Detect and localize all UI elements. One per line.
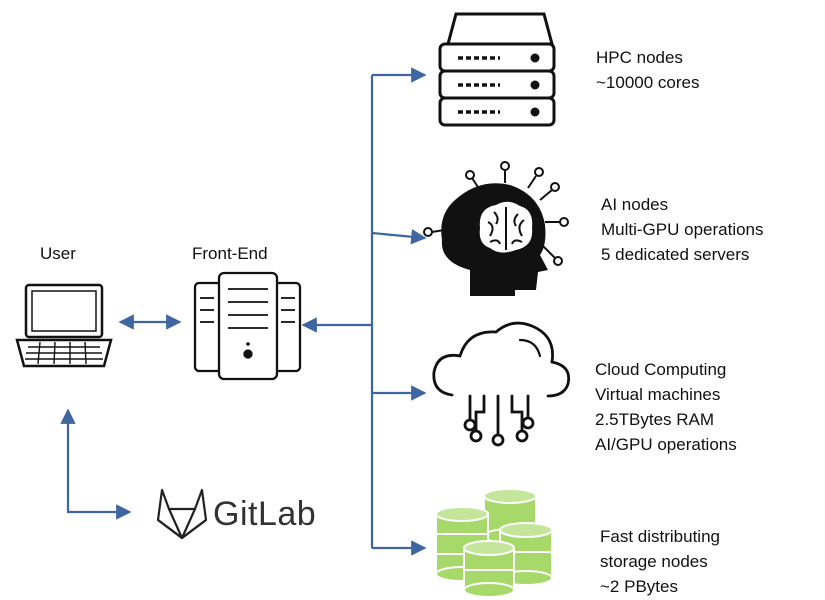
- hpc-node-text: HPC nodes ~10000 cores: [596, 45, 700, 95]
- ai-node-text: AI nodes Multi-GPU operations 5 dedicate…: [601, 192, 764, 267]
- cloud-line-3: 2.5TBytes RAM: [595, 410, 715, 429]
- storage-line-2: storage nodes: [600, 552, 708, 571]
- user-label: User: [40, 244, 76, 263]
- database-stack-icon: [435, 488, 553, 598]
- laptop-icon: [15, 283, 113, 368]
- cloud-line-4: AI/GPU operations: [595, 435, 737, 454]
- frontend-label: Front-End: [192, 244, 268, 263]
- user-gitlab-arrow: [60, 408, 132, 520]
- ai-brain-head-icon: [423, 161, 569, 296]
- connectors: [60, 67, 427, 556]
- storage-node-text: Fast distributing storage nodes ~2 PByte…: [600, 524, 720, 599]
- gitlab-label: GitLab: [213, 495, 317, 533]
- cloud-network-icon: [432, 321, 571, 447]
- ai-line-1: AI nodes: [601, 195, 669, 214]
- frontend-server-icon: [193, 271, 302, 381]
- gitlab-logo-icon: [156, 488, 208, 540]
- hpc-server-icon: [438, 12, 556, 127]
- ai-line-3: 5 dedicated servers: [601, 245, 750, 264]
- storage-line-3: ~2 PBytes: [600, 577, 678, 596]
- storage-line-1: Fast distributing: [600, 527, 720, 546]
- ai-line-2: Multi-GPU operations: [601, 220, 764, 239]
- cloud-line-1: Cloud Computing: [595, 360, 727, 379]
- ai-arrow: [371, 229, 427, 245]
- cloud-node-text: Cloud Computing Virtual machines 2.5TByt…: [595, 357, 737, 457]
- db-stack-front: [463, 540, 515, 598]
- hpc-line-1: HPC nodes: [596, 48, 683, 67]
- hpc-line-2: ~10000 cores: [596, 73, 700, 92]
- cloud-line-2: Virtual machines: [595, 385, 721, 404]
